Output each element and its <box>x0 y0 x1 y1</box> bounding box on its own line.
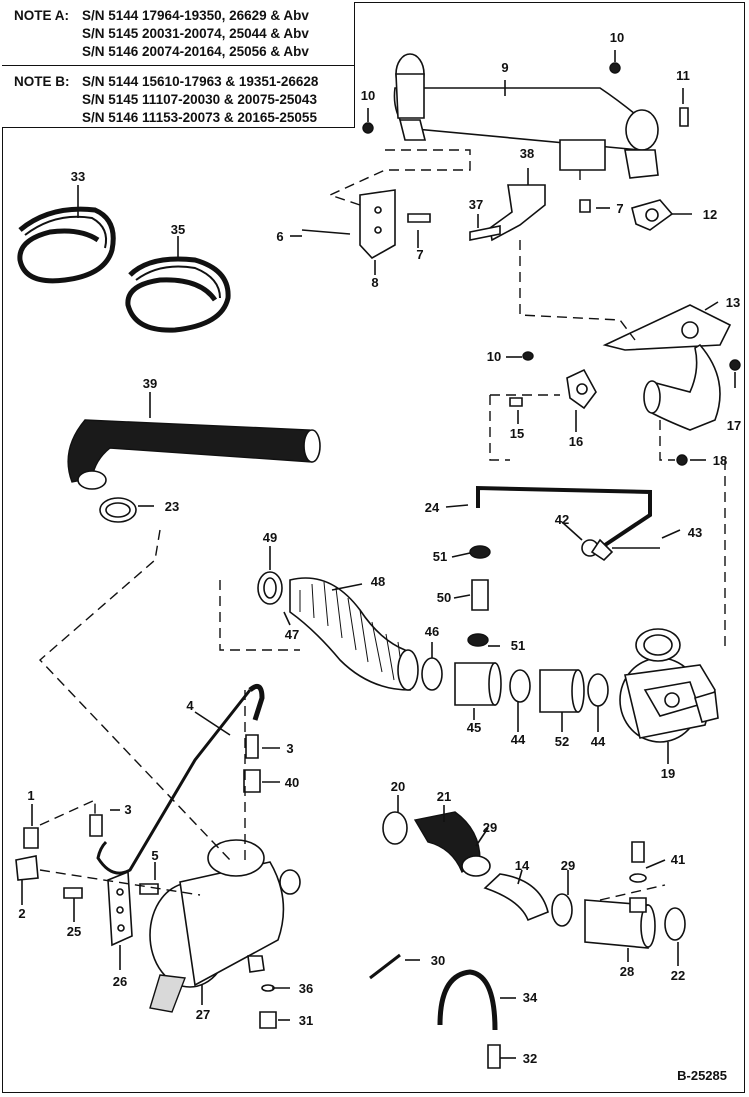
callout-10a: 10 <box>610 30 624 45</box>
coiled-hose-parts <box>17 206 231 333</box>
callout-44a: 44 <box>511 732 526 747</box>
air-cleaner-bracket-part <box>107 870 133 947</box>
drawing-number: B-25285 <box>677 1068 727 1083</box>
serial-number-notes: NOTE A: S/N 5144 17964-19350, 26629 & Ab… <box>2 2 355 128</box>
gasket-parts <box>566 199 674 410</box>
callout-41: 41 <box>671 852 685 867</box>
callout-38: 38 <box>520 146 534 161</box>
air-inlet-tube-part <box>67 419 321 490</box>
callout-22: 22 <box>671 968 685 983</box>
callout-49: 49 <box>263 530 277 545</box>
callout-13: 13 <box>726 295 740 310</box>
callout-16: 16 <box>569 434 583 449</box>
callout-37: 37 <box>469 197 483 212</box>
air-cleaner-part <box>149 839 301 1013</box>
callout-23: 23 <box>165 499 179 514</box>
callout-44b: 44 <box>591 734 606 749</box>
breather-hose-part <box>96 683 265 875</box>
callout-28: 28 <box>620 964 634 979</box>
callout-labels: 1 2 3 3 4 5 6 7 7 8 9 10 10 10 11 12 13 … <box>18 30 741 1066</box>
notes-divider <box>2 65 355 66</box>
callout-51b: 51 <box>511 638 525 653</box>
callout-26: 26 <box>113 974 127 989</box>
callout-39: 39 <box>143 376 157 391</box>
hardware-parts <box>301 62 741 466</box>
note-b-line-2: S/N 5145 11107-20030 & 20075-25043 <box>82 92 317 107</box>
callout-7a: 7 <box>416 247 423 262</box>
callout-33: 33 <box>71 169 85 184</box>
callout-19: 19 <box>661 766 675 781</box>
callout-40: 40 <box>285 775 299 790</box>
callout-leader-lines <box>21 50 736 1059</box>
callout-36: 36 <box>299 981 313 996</box>
air-cleaner-fasteners <box>259 984 277 1029</box>
corrugated-hose-part <box>289 577 419 691</box>
callout-10b: 10 <box>361 88 375 103</box>
callout-50: 50 <box>437 590 451 605</box>
clamp-23-part <box>99 497 137 523</box>
callout-21: 21 <box>437 789 451 804</box>
aftercooler-duct-parts <box>382 811 686 949</box>
callout-15: 15 <box>510 426 524 441</box>
callout-3a: 3 <box>286 741 293 756</box>
exhaust-elbow-part <box>602 304 732 431</box>
callout-35: 35 <box>171 222 185 237</box>
note-a-label: NOTE A: <box>14 8 69 23</box>
callout-12: 12 <box>703 207 717 222</box>
callout-5: 5 <box>151 848 158 863</box>
drain-hose-parts <box>369 953 501 1069</box>
hose-clamp-parts <box>257 571 609 707</box>
note-b-line-1: S/N 5144 15610-17963 & 19351-26628 <box>82 74 319 89</box>
callout-3b: 3 <box>124 802 131 817</box>
callout-27: 27 <box>196 1007 210 1022</box>
callout-31: 31 <box>299 1013 313 1028</box>
callout-48: 48 <box>371 574 385 589</box>
callout-51a: 51 <box>433 549 447 564</box>
callout-18: 18 <box>713 453 727 468</box>
note-b-label: NOTE B: <box>14 74 70 89</box>
turbo-inlet-fittings <box>454 545 585 713</box>
callout-34: 34 <box>523 990 538 1005</box>
exhaust-pipe-part <box>393 53 659 179</box>
note-a-line-3: S/N 5146 20074-20164, 25056 & Abv <box>82 44 309 59</box>
note-b-line-3: S/N 5146 11153-20073 & 20165-25055 <box>82 110 317 125</box>
callout-29a: 29 <box>483 820 497 835</box>
callout-47: 47 <box>285 627 299 642</box>
note-a-line-2: S/N 5145 20031-20074, 25044 & Abv <box>82 26 309 41</box>
callout-4: 4 <box>186 698 194 713</box>
small-fitting-parts <box>15 734 261 899</box>
callout-43: 43 <box>688 525 702 540</box>
callout-1: 1 <box>27 788 34 803</box>
callout-32: 32 <box>523 1051 537 1066</box>
callout-29b: 29 <box>561 858 575 873</box>
callout-9: 9 <box>501 60 508 75</box>
callout-24: 24 <box>425 500 440 515</box>
callout-6: 6 <box>276 229 283 244</box>
bracket-parts <box>359 184 546 260</box>
callout-2: 2 <box>18 906 25 921</box>
turbocharger-part <box>619 628 719 743</box>
callout-7b: 7 <box>616 201 623 216</box>
callout-10c: 10 <box>487 349 501 364</box>
callout-8: 8 <box>371 275 378 290</box>
callout-46: 46 <box>425 624 439 639</box>
callout-17: 17 <box>727 418 741 433</box>
callout-11: 11 <box>676 68 690 83</box>
note-a-line-1: S/N 5144 17964-19350, 26629 & Abv <box>82 8 309 23</box>
breather-tube-part <box>476 485 660 562</box>
callout-25: 25 <box>67 924 81 939</box>
assembly-reference-lines <box>38 149 726 901</box>
callout-30: 30 <box>431 953 445 968</box>
callout-14: 14 <box>515 858 530 873</box>
callout-52: 52 <box>555 734 569 749</box>
callout-45: 45 <box>467 720 481 735</box>
callout-42: 42 <box>555 512 569 527</box>
callout-20: 20 <box>391 779 405 794</box>
